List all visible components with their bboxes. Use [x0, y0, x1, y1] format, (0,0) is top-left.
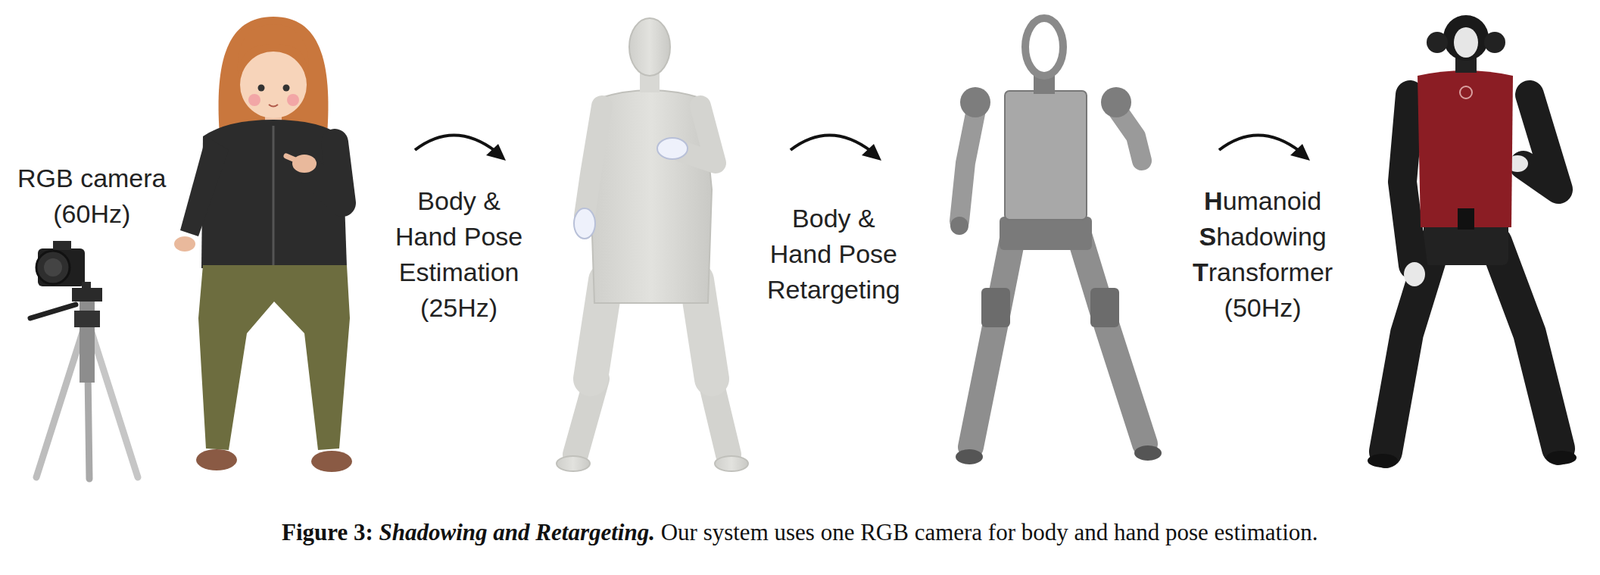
caption-body: Our system uses one RGB camera for body … [654, 518, 1319, 546]
label-line: (25Hz) [395, 290, 523, 326]
label-line: Shadowing [1192, 218, 1333, 255]
flow-arrow [414, 134, 1301, 152]
mesh-figure [556, 18, 749, 471]
step-label: Humanoid Shadowing Transformer (50Hz) [1192, 183, 1333, 326]
label-line: Estimation [395, 254, 523, 291]
label-line: RGB camera [17, 160, 167, 197]
initial-letter: H [1203, 186, 1223, 216]
caption-title: Shadowing and Retargeting. [373, 518, 655, 546]
sim-robot [950, 18, 1162, 465]
initial-letter: S [1198, 221, 1217, 251]
label-line: Body & [395, 183, 523, 219]
label-line: Transformer [1192, 254, 1333, 291]
camera-tripod [30, 240, 138, 479]
arrow-head [486, 143, 1310, 161]
real-robot [1367, 15, 1577, 468]
label-line: (60Hz) [17, 196, 167, 232]
step-label: Body & Hand Pose Estimation (25Hz) [395, 183, 523, 326]
initial-letter: T [1192, 257, 1209, 287]
label-line: (50Hz) [1192, 290, 1333, 326]
step-label: RGB camera (60Hz) [17, 160, 167, 232]
person-figure [174, 16, 353, 472]
caption-number: Figure 3: [281, 518, 374, 546]
label-line: Body & [767, 200, 901, 237]
figure-caption: Figure 3: Shadowing and Retargeting. Our… [281, 518, 1319, 546]
step-label: Body & Hand Pose Retargeting [767, 200, 901, 308]
label-line: Hand Pose [767, 236, 901, 272]
label-line: Retargeting [767, 271, 901, 308]
label-line: Hand Pose [395, 218, 523, 255]
label-line: Humanoid [1192, 183, 1333, 219]
